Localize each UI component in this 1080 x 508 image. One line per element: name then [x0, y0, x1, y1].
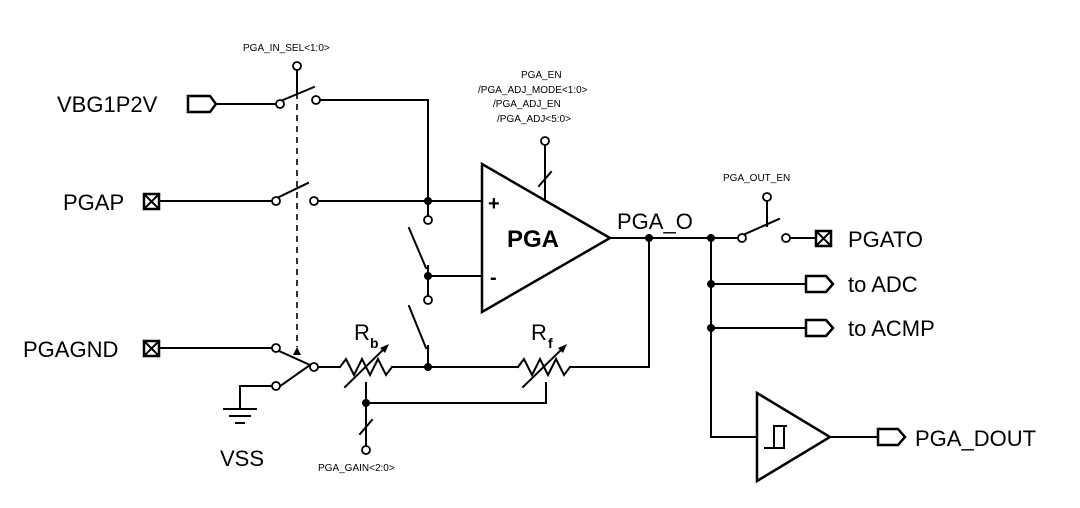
gain-terminal — [361, 445, 371, 455]
pga-en-label: PGA_EN — [521, 70, 562, 81]
vbg-switch-terminal — [311, 95, 321, 105]
pga-control-terminal — [540, 136, 550, 146]
cal-switch-terminal — [423, 215, 433, 225]
pga-label: PGA — [507, 226, 559, 253]
hysteresis-icon — [764, 425, 787, 449]
vss-switch-terminal — [271, 381, 281, 391]
in-sel-control: PGA_IN_SEL<1:0> — [243, 43, 330, 347]
to-acmp-label: to ACMP — [848, 316, 935, 341]
fb-switch-terminal — [423, 295, 433, 305]
pgap-label: PGAP — [63, 190, 124, 215]
adj-label: /PGA_ADJ<5:0> — [497, 114, 571, 125]
rf-arrowhead-icon — [558, 344, 567, 353]
schmitt-buffer: PGA_DOUT — [710, 390, 1036, 484]
pgagnd-switch-blade — [277, 349, 312, 367]
rb-arrowhead-icon — [380, 344, 389, 353]
cal-switch-blade — [407, 226, 428, 270]
dout-port-icon — [876, 427, 907, 447]
out-en-label: PGA_OUT_EN — [723, 173, 790, 184]
pga-control-bus-mark — [537, 170, 553, 188]
hysteresis-icon — [771, 425, 785, 449]
rf-label: R — [531, 320, 547, 345]
pgato-label: PGATO — [848, 227, 923, 252]
rf-variable-arrow — [521, 345, 566, 389]
pga-o-label: PGA_O — [617, 209, 693, 234]
vss-switch-blade — [274, 363, 312, 391]
rb-label: R — [354, 320, 370, 345]
pga-dout-label: PGA_DOUT — [915, 426, 1036, 451]
in-sel-terminal — [292, 61, 302, 71]
input-bus — [407, 99, 483, 371]
rf-subscript: f — [548, 335, 553, 351]
pgato-pad-x — [814, 229, 833, 248]
vbg-port-icon — [186, 94, 218, 114]
to-adc-label: to ADC — [848, 272, 918, 297]
gain-label: PGA_GAIN<2:0> — [318, 463, 395, 474]
pgap-pad-x — [142, 192, 161, 211]
resistor-network: R b R f PGA_GAIN<2:0> — [317, 320, 650, 474]
pgap-switch-terminal — [271, 196, 281, 206]
pgagnd-input: PGAGND VSS — [23, 337, 319, 471]
fb-switch-blade — [407, 304, 428, 350]
pga-output-net: PGA_O — [609, 209, 739, 438]
gain-bus-mark — [358, 418, 374, 436]
pgap-switch-terminal — [309, 196, 319, 206]
pga-amplifier: PGA + - PGA_EN /PGA_ADJ_MODE<1:0> /PGA_A… — [478, 70, 613, 315]
pgagnd-pad-x — [142, 339, 161, 358]
selector-common-terminal — [309, 362, 319, 372]
adc-acmp-outputs: to ADC to ACMP — [710, 272, 935, 341]
pgagnd-switch-terminal — [271, 343, 281, 353]
acmp-port-icon — [804, 318, 835, 338]
pgato-output: PGA_OUT_EN PGATO — [723, 173, 923, 252]
vbg-switch-terminal — [275, 99, 285, 109]
pgap-switch-blade — [277, 181, 310, 199]
pgagnd-label: PGAGND — [23, 337, 118, 362]
vbg-switch-blade — [281, 85, 316, 102]
vbg-label: VBG1P2V — [57, 92, 158, 117]
out-switch-blade — [743, 217, 781, 236]
pgap-input: PGAP — [63, 181, 483, 215]
in-sel-label: PGA_IN_SEL<1:0> — [243, 43, 330, 54]
vbg-input: VBG1P2V — [57, 85, 429, 117]
selector-arrow-icon — [293, 347, 301, 355]
out-switch-terminal — [781, 233, 791, 243]
vss-label: VSS — [220, 446, 264, 471]
plus-sign: + — [488, 193, 500, 215]
adj-mode-label: /PGA_ADJ_MODE<1:0> — [478, 85, 588, 96]
out-en-terminal — [762, 192, 772, 202]
adj-en-label: /PGA_ADJ_EN — [493, 99, 561, 110]
minus-sign: - — [490, 267, 497, 289]
rb-subscript: b — [370, 335, 379, 351]
buffer-triangle-icon — [755, 390, 833, 484]
rb-variable-arrow — [343, 345, 388, 389]
pgato-pad-icon — [814, 229, 833, 248]
adc-port-icon — [804, 274, 835, 294]
out-switch-terminal — [737, 233, 747, 243]
